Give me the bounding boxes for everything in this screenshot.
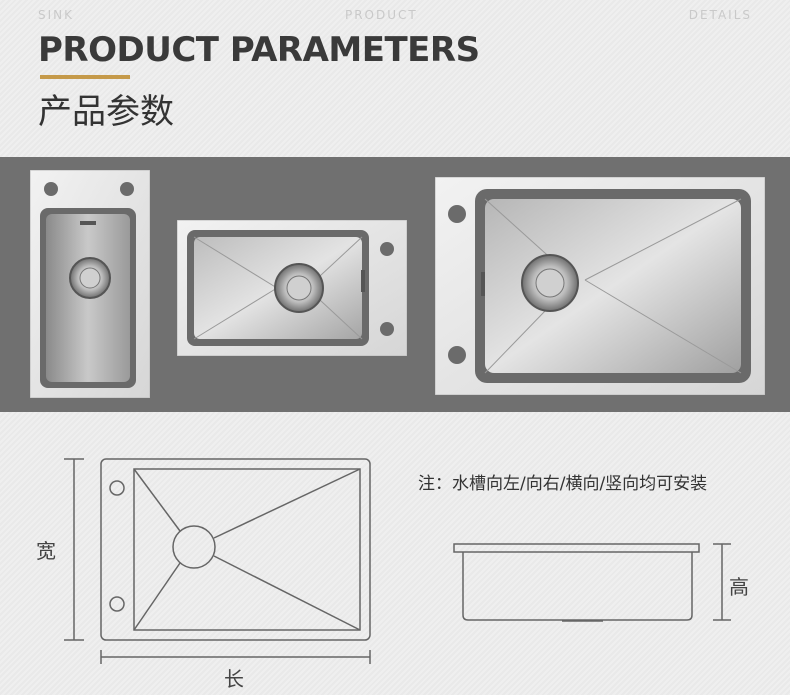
large-sink-photo [435,177,765,395]
top-view-basin [133,468,361,631]
title-underline [40,75,130,79]
page-subtitle-cn: 产品参数 [38,92,174,132]
banner-word-1: SINK [38,8,75,22]
small-sink-photo [30,170,150,398]
page-title: PRODUCT PARAMETERS [38,30,480,70]
top-view-hole-1 [109,480,125,496]
header-banner: SINK PRODUCT DETAILS [0,0,790,30]
top-view-hole-2 [109,596,125,612]
side-view-basin [462,552,693,621]
banner-word-2: PRODUCT [344,8,418,22]
height-label: 高 [729,575,749,599]
installation-note: 注：水槽向左/向右/横向/竖向均可安装 [418,474,708,494]
product-gallery [0,157,790,412]
banner-word-3: DETAILS [688,8,752,22]
side-view-rim [453,543,700,553]
medium-sink-photo [177,220,407,356]
width-label: 宽 [36,539,56,563]
top-view-outline [100,458,371,641]
length-label: 长 [224,667,244,691]
top-view-drain [172,525,216,569]
